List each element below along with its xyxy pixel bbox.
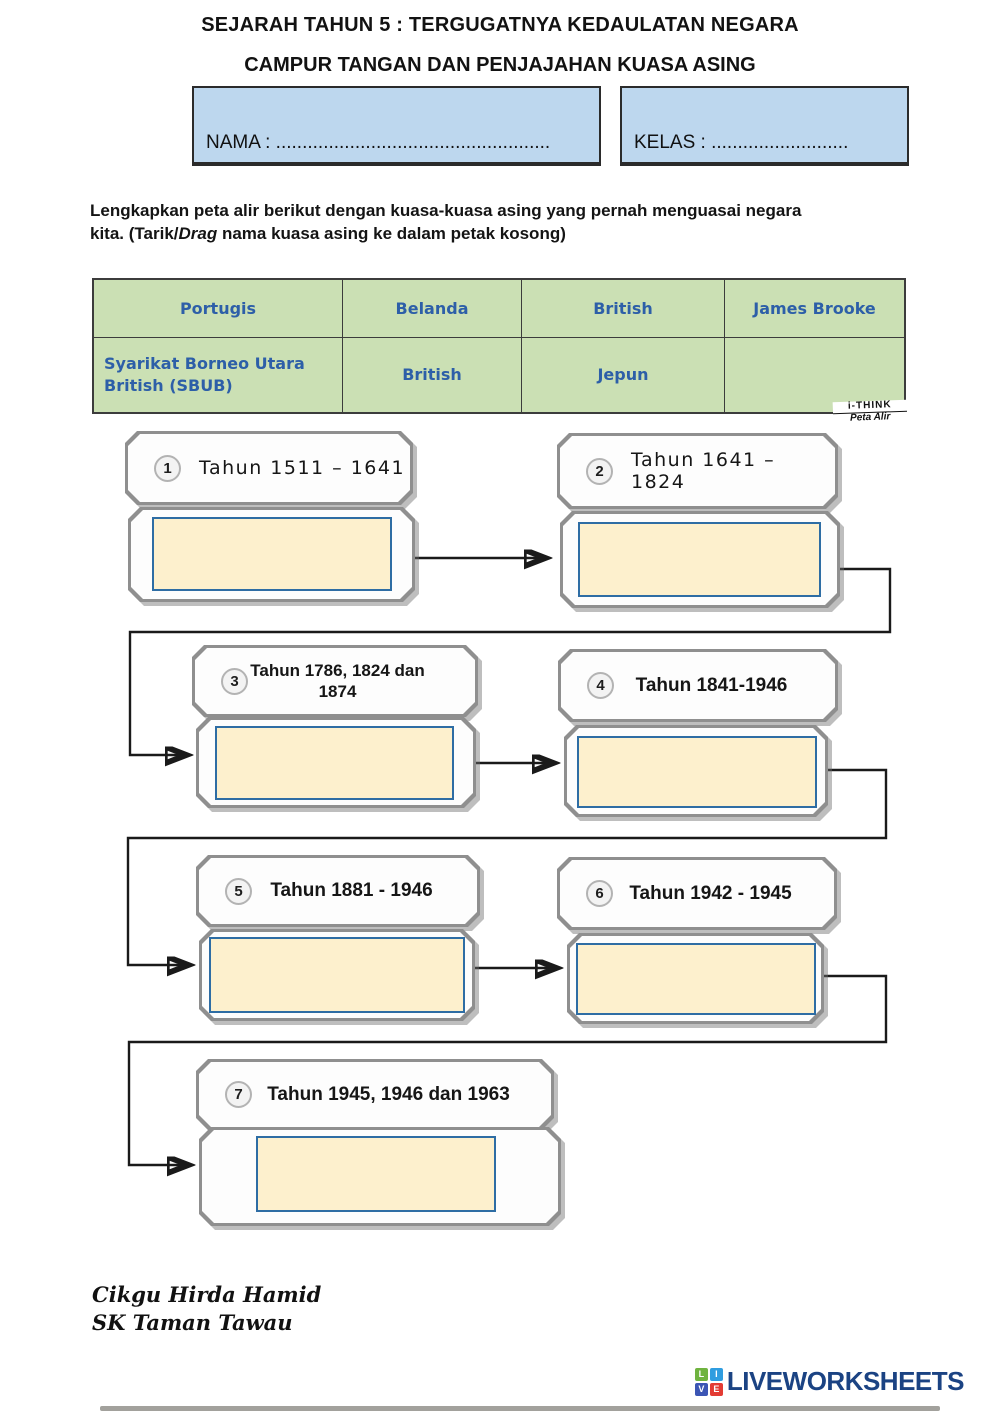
logo-square-i: I <box>709 1367 723 1381</box>
drop-zone-5[interactable] <box>209 937 465 1013</box>
word-bank-item-british-2[interactable]: British <box>343 338 522 412</box>
node-4-year-label: Tahun 1841-1946 <box>635 674 788 696</box>
node-6-year-label: Tahun 1942 - 1945 <box>629 882 792 904</box>
node-1-year-label: Tahun 1511 – 1641 <box>199 457 406 479</box>
node-4-number: 4 <box>587 672 614 699</box>
flow-node-4-drop-box <box>564 725 828 817</box>
drop-zone-2[interactable] <box>578 522 821 597</box>
drop-zone-3[interactable] <box>215 726 454 800</box>
flow-node-5-label-box: 5 Tahun 1881 - 1946 <box>196 855 480 927</box>
logo-square-l: L <box>694 1367 708 1381</box>
node-2-number: 2 <box>586 457 613 485</box>
flow-node-1-drop-box <box>128 507 415 602</box>
nama-field[interactable]: NAMA : .................................… <box>192 86 601 166</box>
teacher-signature: Cikgu Hirda Hamid SK Taman Tawau <box>92 1281 321 1338</box>
instruction-suffix: nama kuasa asing ke dalam petak kosong) <box>217 224 566 244</box>
drop-zone-1[interactable] <box>152 517 392 591</box>
flow-node-2-label-box: 2 Tahun 1641 – 1824 <box>557 433 838 509</box>
flow-node-4-label-box: 4 Tahun 1841-1946 <box>558 649 838 722</box>
instruction-text: Lengkapkan peta alir berikut dengan kuas… <box>90 199 840 246</box>
liveworksheets-logo-icon: L I V E <box>694 1367 723 1396</box>
flow-node-6-label-box: 6 Tahun 1942 - 1945 <box>557 857 837 930</box>
page-title: SEJARAH TAHUN 5 : TERGUGATNYA KEDAULATAN… <box>201 14 799 36</box>
flow-node-6-drop-box <box>567 933 824 1024</box>
node-6-number: 6 <box>586 880 613 907</box>
node-7-year-label: Tahun 1945, 1946 dan 1963 <box>267 1083 510 1105</box>
page-subtitle: CAMPUR TANGAN DAN PENJAJAHAN KUASA ASING <box>244 54 756 76</box>
word-bank-item-james-brooke[interactable]: James Brooke <box>725 280 904 338</box>
instruction-drag-word: Drag <box>178 224 218 244</box>
drop-zone-4[interactable] <box>577 736 817 808</box>
flow-node-2-drop-box <box>560 511 840 608</box>
flow-node-7-drop-box <box>199 1127 561 1226</box>
logo-square-v: V <box>694 1382 708 1396</box>
word-bank-item-belanda[interactable]: Belanda <box>343 280 522 338</box>
node-7-number: 7 <box>225 1081 252 1108</box>
node-5-number: 5 <box>225 877 252 905</box>
node-3-number: 3 <box>221 667 248 695</box>
word-bank-item-portugis[interactable]: Portugis <box>94 280 343 338</box>
flow-node-3-drop-box <box>196 717 476 808</box>
drop-zone-7[interactable] <box>256 1136 496 1212</box>
node-3-year-label: Tahun 1786, 1824 dan 1874 <box>250 660 425 701</box>
kelas-field[interactable]: KELAS : .......................... <box>620 86 909 166</box>
teacher-name: Cikgu Hirda Hamid <box>92 1282 322 1307</box>
flow-node-3-label-box: 3 Tahun 1786, 1824 dan 1874 <box>192 645 478 717</box>
ithink-peta-alir-badge: i-THINK Peta Alir <box>832 399 908 425</box>
flow-node-7-label-box: 7 Tahun 1945, 1946 dan 1963 <box>196 1059 554 1130</box>
nama-field-label: NAMA : .................................… <box>206 132 551 153</box>
node-1-number: 1 <box>154 454 181 482</box>
logo-square-e: E <box>709 1382 723 1396</box>
word-bank-table: Portugis Belanda British James Brooke Sy… <box>92 278 906 414</box>
word-bank-item-british-1[interactable]: British <box>522 280 725 338</box>
word-bank-item-jepun[interactable]: Jepun <box>522 338 725 412</box>
scan-edge-artifact <box>100 1406 940 1411</box>
flow-node-5-drop-box <box>199 929 475 1021</box>
drop-zone-6[interactable] <box>576 943 816 1015</box>
liveworksheets-branding[interactable]: L I V E LIVEWORKSHEETS <box>694 1366 965 1397</box>
node-2-year-label: Tahun 1641 – 1824 <box>631 449 776 493</box>
school-name: SK Taman Tawau <box>92 1310 293 1336</box>
liveworksheets-logo-text: LIVEWORKSHEETS <box>726 1366 965 1396</box>
instruction-prefix: Lengkapkan peta alir berikut dengan kuas… <box>90 201 802 244</box>
kelas-field-label: KELAS : .......................... <box>634 132 849 153</box>
node-5-year-label: Tahun 1881 - 1946 <box>270 880 433 902</box>
flow-node-1-label-box: 1 Tahun 1511 – 1641 <box>125 431 413 505</box>
word-bank-item-sbub[interactable]: Syarikat Borneo Utara British (SBUB) <box>94 338 343 412</box>
